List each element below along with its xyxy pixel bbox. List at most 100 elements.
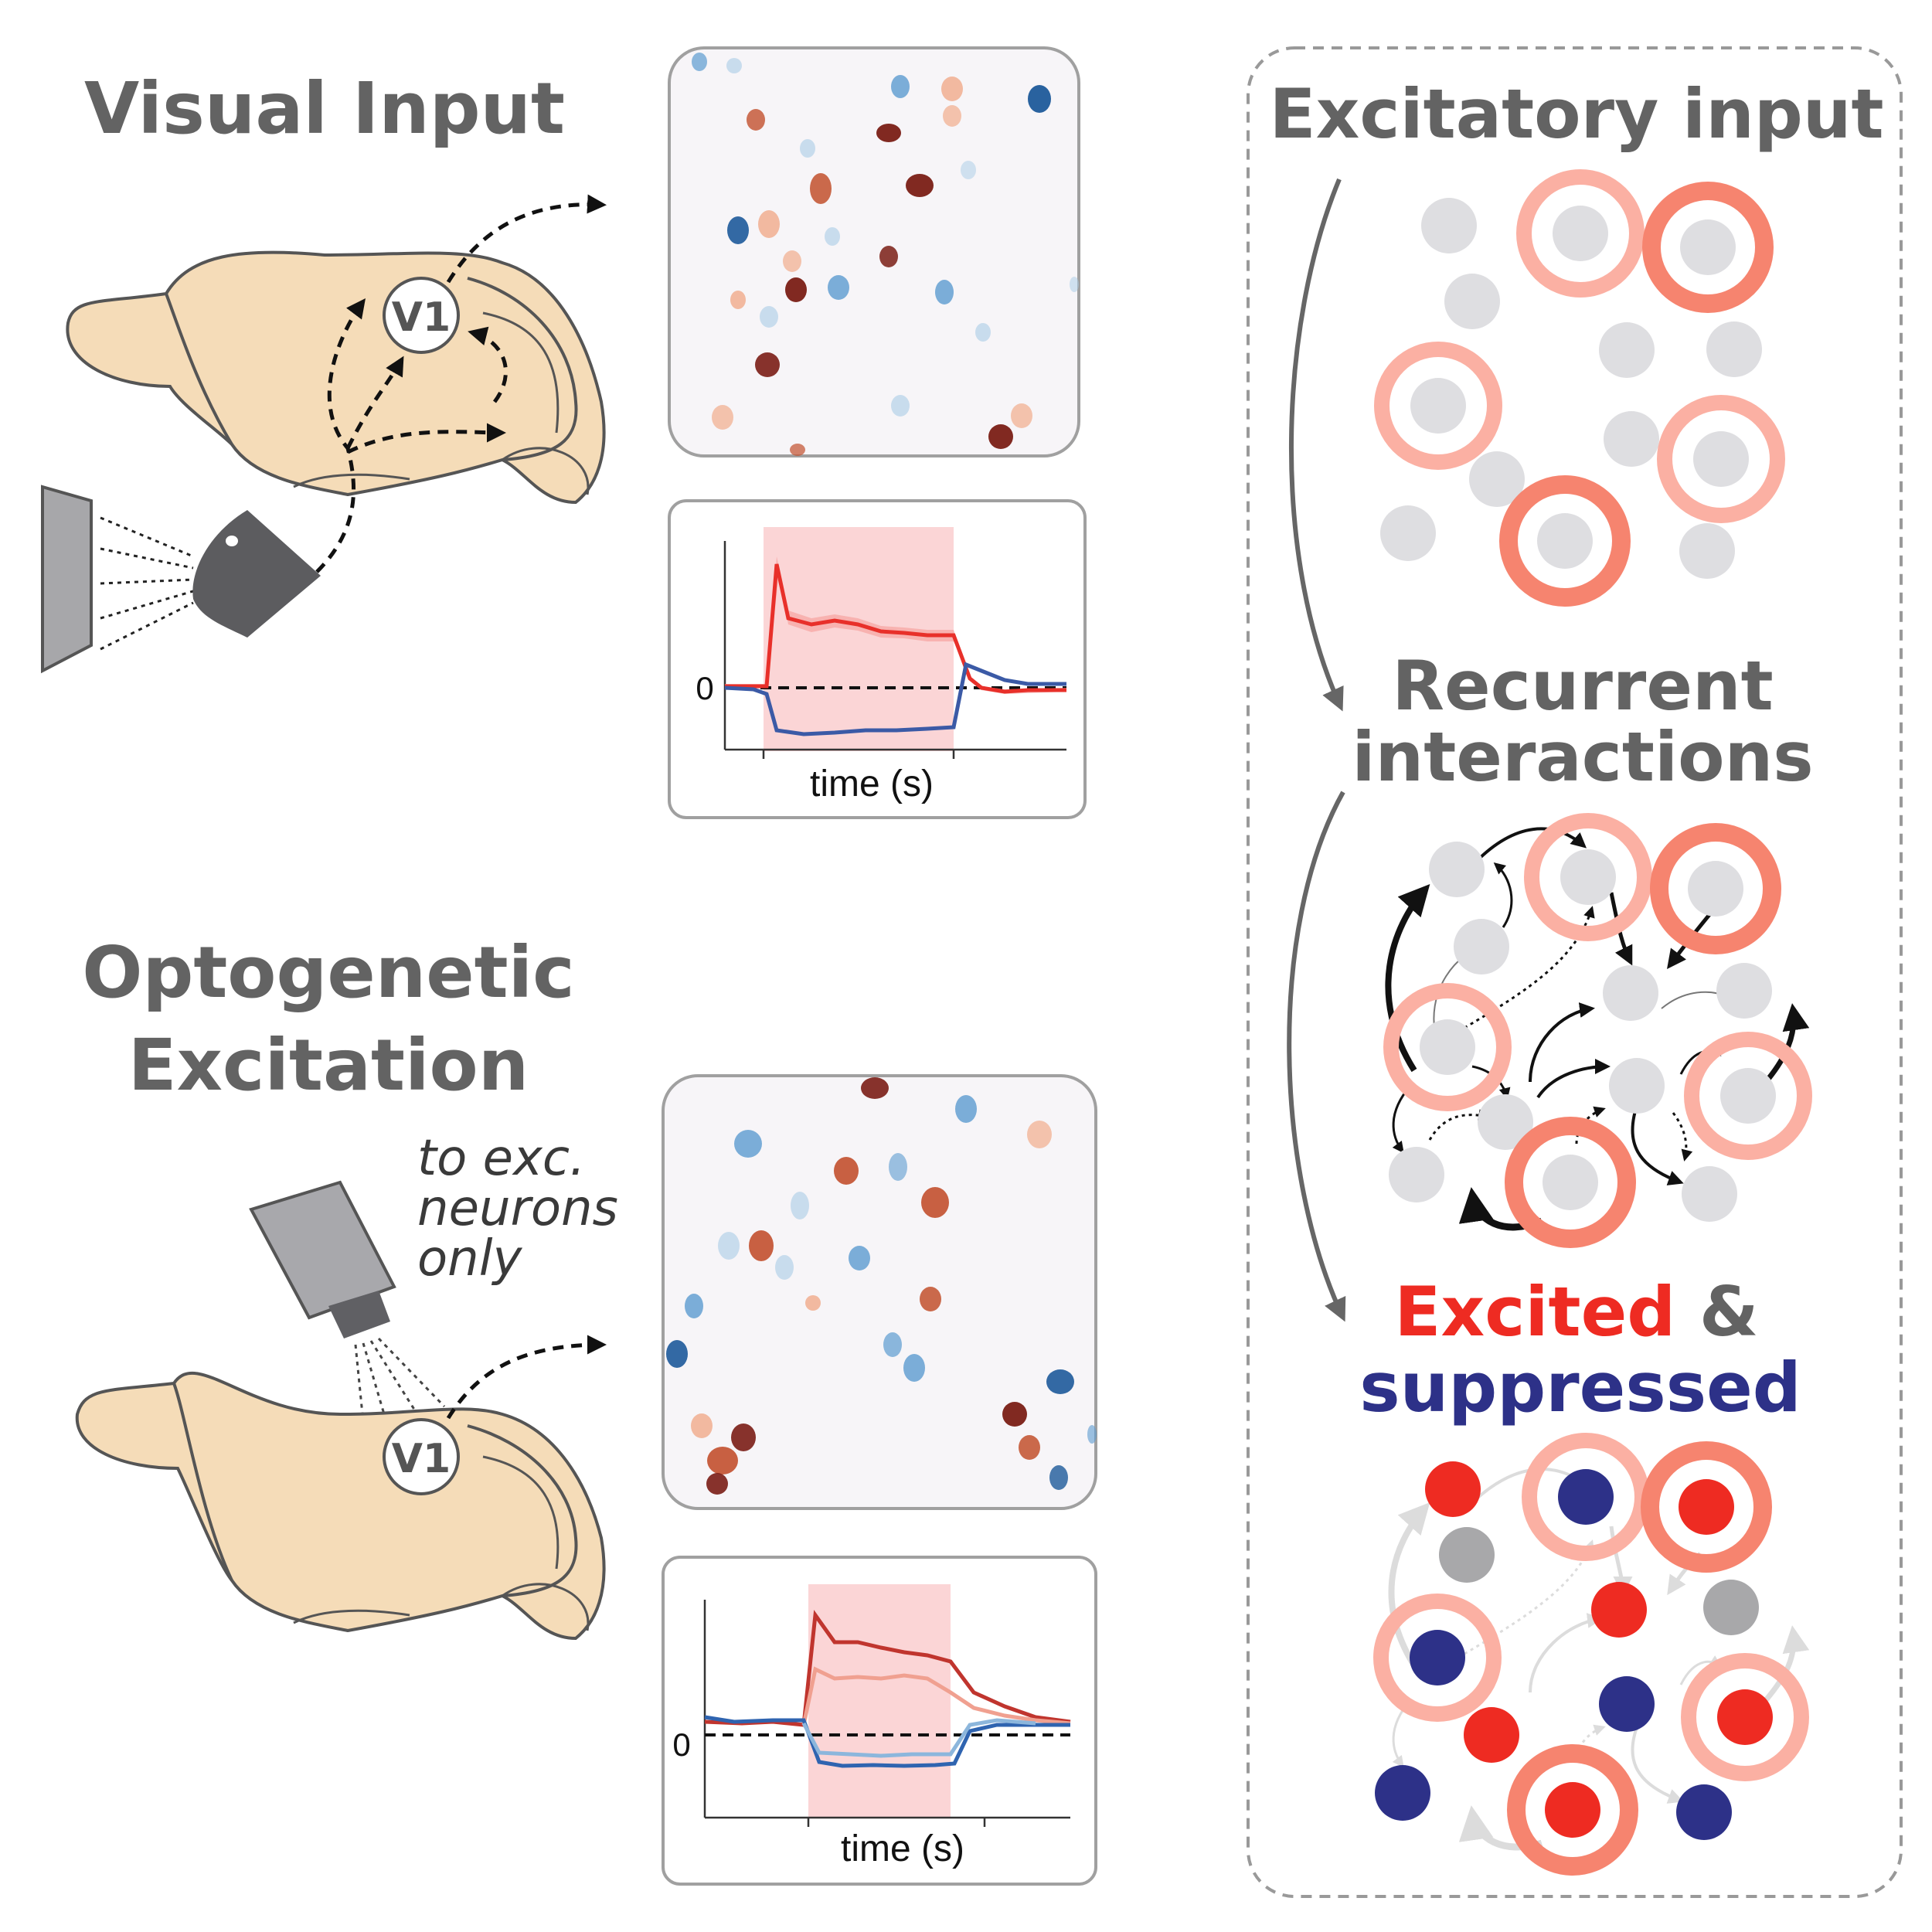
visual-input-title: Visual Input — [84, 67, 565, 150]
stimulated-ring — [1681, 1653, 1809, 1781]
imaged-cell — [1087, 1425, 1097, 1444]
neuron — [1425, 1461, 1481, 1517]
edge — [1428, 1109, 1490, 1141]
excited-word: Excited — [1394, 1272, 1675, 1352]
opto-note-line1: to exc. — [417, 1130, 585, 1187]
flow-arrow-2 — [1287, 791, 1346, 1322]
imaged-cell — [889, 1153, 907, 1181]
imaged-cell — [712, 405, 733, 430]
imaged-cell — [883, 1332, 902, 1357]
neuron — [1703, 1580, 1759, 1635]
imaged-cell — [906, 174, 934, 197]
neuron — [1560, 849, 1616, 905]
edge — [1631, 1723, 1684, 1804]
neuron — [1693, 431, 1749, 487]
stim-window-opto — [808, 1584, 951, 1818]
imaged-cell — [747, 109, 765, 131]
imaged-cell — [941, 77, 963, 101]
neuron — [1380, 505, 1436, 561]
neuron — [1717, 1689, 1773, 1745]
flow-arrow-1 — [1288, 178, 1344, 712]
neuron — [1439, 1527, 1495, 1583]
stimulated-ring — [1657, 395, 1785, 523]
imaged-cell — [718, 1232, 740, 1260]
stimulated-ring — [1383, 983, 1512, 1111]
neuron — [1609, 1058, 1665, 1114]
neuron — [1716, 963, 1772, 1019]
stimulated-ring — [1516, 169, 1645, 298]
neuron — [1591, 1582, 1647, 1638]
imaged-cell — [755, 352, 780, 377]
imaged-cell — [791, 1192, 809, 1219]
opto-title-line1: Optogenetic — [82, 931, 574, 1014]
neuron — [1679, 523, 1735, 579]
suppressed-trace-visual — [724, 662, 1066, 736]
stimulated-ring — [1373, 1594, 1502, 1722]
imaged-cell — [920, 1287, 941, 1311]
v1-circle-opto — [383, 1418, 460, 1495]
neuron — [1454, 919, 1509, 975]
imaged-cell — [891, 75, 910, 98]
imaged-cell — [861, 1077, 889, 1099]
neuron — [1720, 1068, 1776, 1124]
neuron — [1599, 1676, 1655, 1732]
neuron — [1604, 411, 1659, 467]
neuron — [1543, 1155, 1598, 1210]
imaged-cell — [727, 216, 749, 244]
neuron — [1688, 861, 1743, 917]
edge — [1672, 1112, 1693, 1162]
imaged-cell — [760, 306, 778, 328]
v1-label-visual: V1 — [392, 294, 451, 341]
imaged-cell — [790, 444, 805, 456]
imaged-cell — [692, 53, 707, 71]
laser-objective-icon — [249, 1180, 396, 1338]
neuron — [1444, 274, 1500, 329]
edge — [1764, 1625, 1810, 1702]
imaged-cell — [961, 161, 976, 179]
opto-note-line3: only — [417, 1230, 523, 1287]
neuron — [1599, 322, 1655, 378]
imaged-cell — [891, 395, 910, 417]
neuron — [1429, 842, 1485, 897]
neuron — [1680, 219, 1736, 275]
neuron — [1706, 321, 1762, 377]
edge — [1609, 892, 1633, 966]
imaged-cell — [1002, 1402, 1027, 1427]
laser-rays — [354, 1337, 446, 1423]
edge — [1388, 1502, 1430, 1679]
edge — [1475, 827, 1587, 863]
edge — [1631, 1100, 1684, 1185]
xlabel-opto: time (s) — [841, 1828, 964, 1869]
imaged-cell — [879, 246, 898, 267]
eye-highlight — [226, 536, 238, 546]
imaged-cell — [975, 323, 991, 342]
imaged-cell — [988, 424, 1013, 449]
network-excitatory-input — [1374, 169, 1785, 607]
summary-stage3-line2: suppressed — [1359, 1348, 1801, 1427]
imaged-cell — [955, 1095, 977, 1123]
imaged-cell — [834, 1157, 859, 1185]
opto-note-line2: neurons — [417, 1180, 618, 1237]
opto-title-line2: Excitation — [128, 1024, 529, 1107]
edge — [1575, 1106, 1606, 1145]
excited-trace-opto-dark — [704, 1610, 1071, 1727]
imaged-cell — [876, 124, 901, 142]
stimulated-ring — [1374, 342, 1502, 470]
imaged-cell — [1019, 1435, 1040, 1460]
network-recurrent-edges — [1385, 827, 1810, 1231]
imaged-cell — [805, 1295, 821, 1311]
y-tick-zero-visual: 0 — [696, 670, 713, 706]
imaged-cell — [785, 277, 807, 302]
imaging-frame-visual — [668, 46, 1080, 457]
summary-stage2-line2: interactions — [1352, 717, 1813, 797]
neuron — [1420, 1019, 1475, 1075]
neuron — [1682, 1166, 1737, 1222]
excited-trace-opto-light — [801, 1666, 1071, 1726]
visual-pathway-arrows — [315, 194, 607, 573]
summary-stage2-line1: Recurrent — [1392, 646, 1773, 726]
imaged-cell — [1028, 85, 1051, 113]
v1-circle-visual — [383, 277, 460, 354]
imaged-cell — [825, 227, 840, 246]
neuron — [1545, 1782, 1600, 1838]
